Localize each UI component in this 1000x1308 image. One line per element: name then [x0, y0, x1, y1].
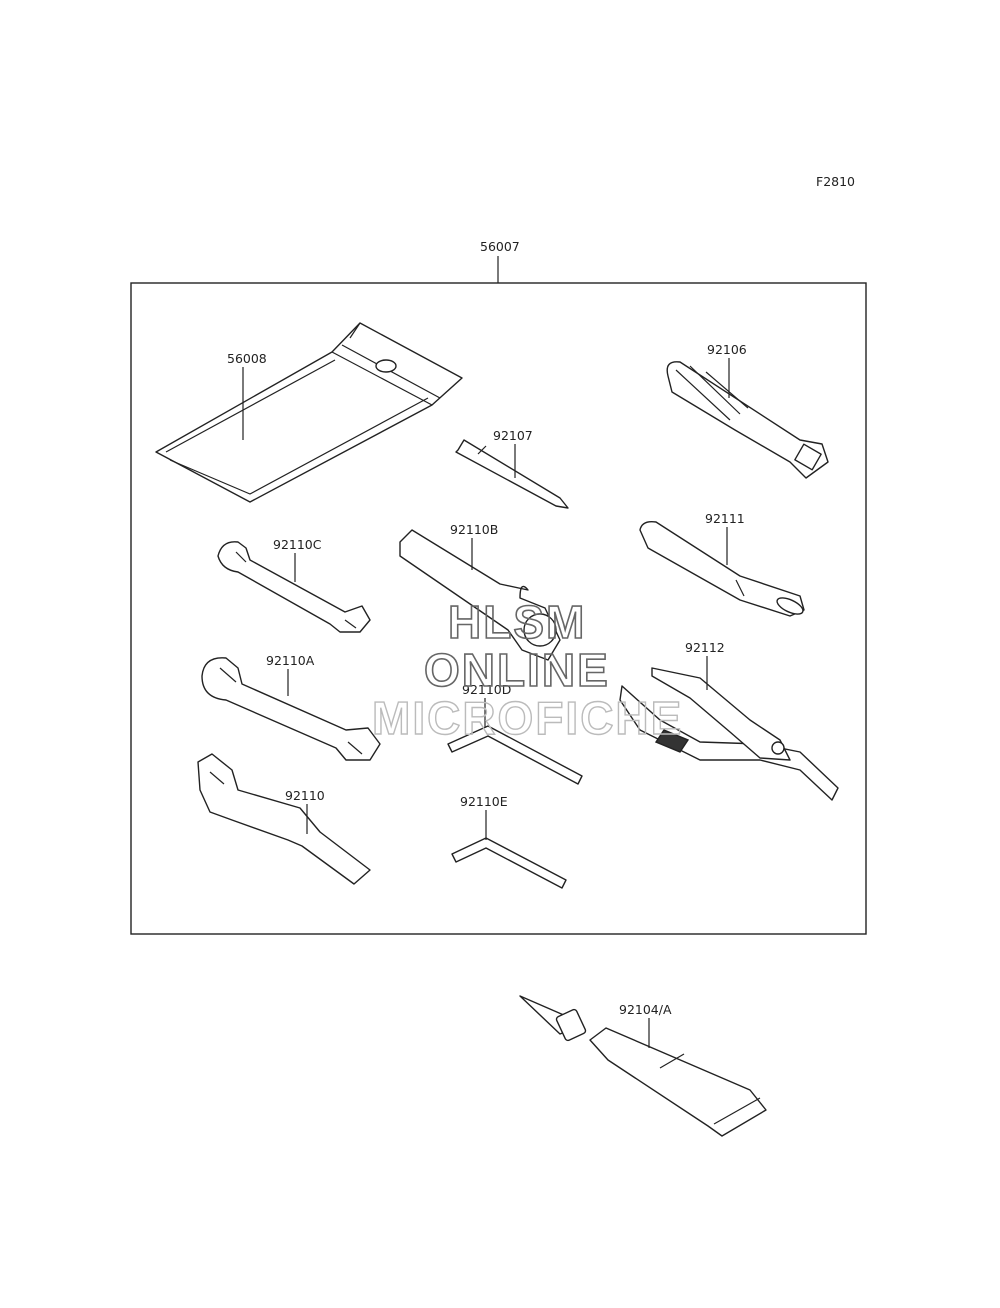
- watermark-line2: ONLINE: [424, 644, 610, 696]
- screwdriver-grip: [666, 361, 829, 479]
- label-56008: 56008: [227, 351, 267, 366]
- label-92112: 92112: [685, 640, 725, 655]
- tool-case: [155, 322, 463, 503]
- grease-tube: [519, 995, 767, 1137]
- watermark: HLSM ONLINE MICROFICHE: [371, 595, 683, 745]
- label-92110d: 92110D: [462, 682, 511, 697]
- hex-key-e: [451, 837, 567, 889]
- wrench-c: [217, 541, 371, 633]
- spanner: [197, 753, 371, 885]
- label-92110b: 92110B: [450, 522, 498, 537]
- label-92110e: 92110E: [460, 794, 508, 809]
- watermark-line1: HLSM: [448, 596, 586, 648]
- watermark-line3: MICROFICHE: [372, 692, 683, 744]
- kit-box: [130, 282, 867, 935]
- extension-bar: [639, 520, 805, 617]
- label-92110: 92110: [285, 788, 325, 803]
- box-wrench: [399, 529, 561, 661]
- label-92111: 92111: [705, 511, 745, 526]
- label-56007: 56007: [480, 239, 520, 254]
- label-92107: 92107: [493, 428, 533, 443]
- screwdriver-bit: [455, 439, 569, 509]
- label-92104a: 92104/A: [619, 1002, 672, 1017]
- label-92106: 92106: [707, 342, 747, 357]
- label-92110a: 92110A: [266, 653, 315, 668]
- figure-code: F2810: [816, 174, 855, 189]
- hex-key-d: [447, 725, 583, 785]
- pliers: [619, 667, 839, 801]
- wrench-a: [201, 657, 381, 761]
- label-92110c: 92110C: [273, 537, 322, 552]
